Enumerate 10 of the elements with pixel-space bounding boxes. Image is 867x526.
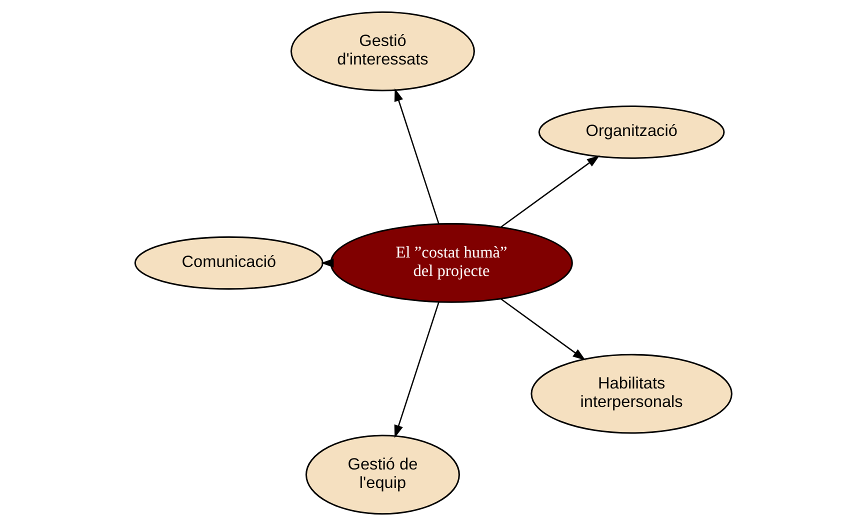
node-ellipse: Habilitats interpersonals (530, 354, 732, 434)
node-ellipse: Organització (538, 105, 725, 159)
arrow (500, 155, 600, 228)
arrow (320, 258, 334, 268)
arrow (500, 298, 586, 360)
arrow (394, 88, 440, 224)
node-ellipse: Comunicació (134, 236, 324, 290)
node-ellipse: Gestió de l'equip (305, 434, 460, 515)
node-ellipse: Gestió d'interessats (290, 11, 475, 92)
arrow (394, 302, 440, 438)
